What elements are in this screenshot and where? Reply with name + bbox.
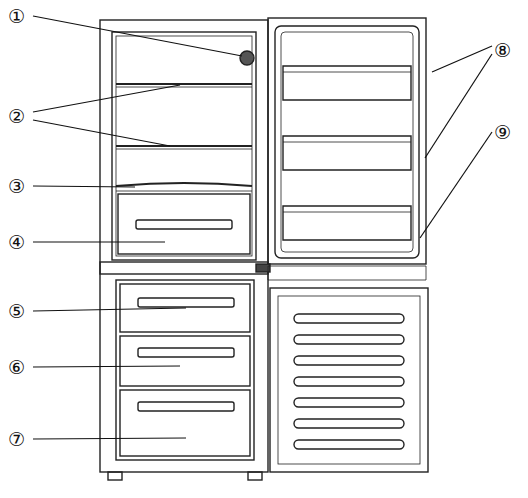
fridge-compartment	[112, 32, 256, 260]
callout-number: ⑧	[494, 39, 511, 61]
callout-number: ⑥	[8, 356, 25, 378]
fridge-door	[268, 18, 426, 264]
thermostat	[240, 51, 254, 65]
cabinet-body	[100, 20, 268, 472]
callout-number: ④	[8, 231, 25, 253]
callout-number: ⑤	[8, 300, 25, 322]
callout-number: ①	[8, 5, 25, 27]
callout-number: ②	[8, 105, 25, 127]
callout-number: ③	[8, 175, 25, 197]
freezer-door	[270, 288, 428, 472]
leader-lines	[33, 16, 492, 439]
callout-number: ⑦	[8, 428, 25, 450]
callout-number: ⑨	[494, 121, 511, 143]
